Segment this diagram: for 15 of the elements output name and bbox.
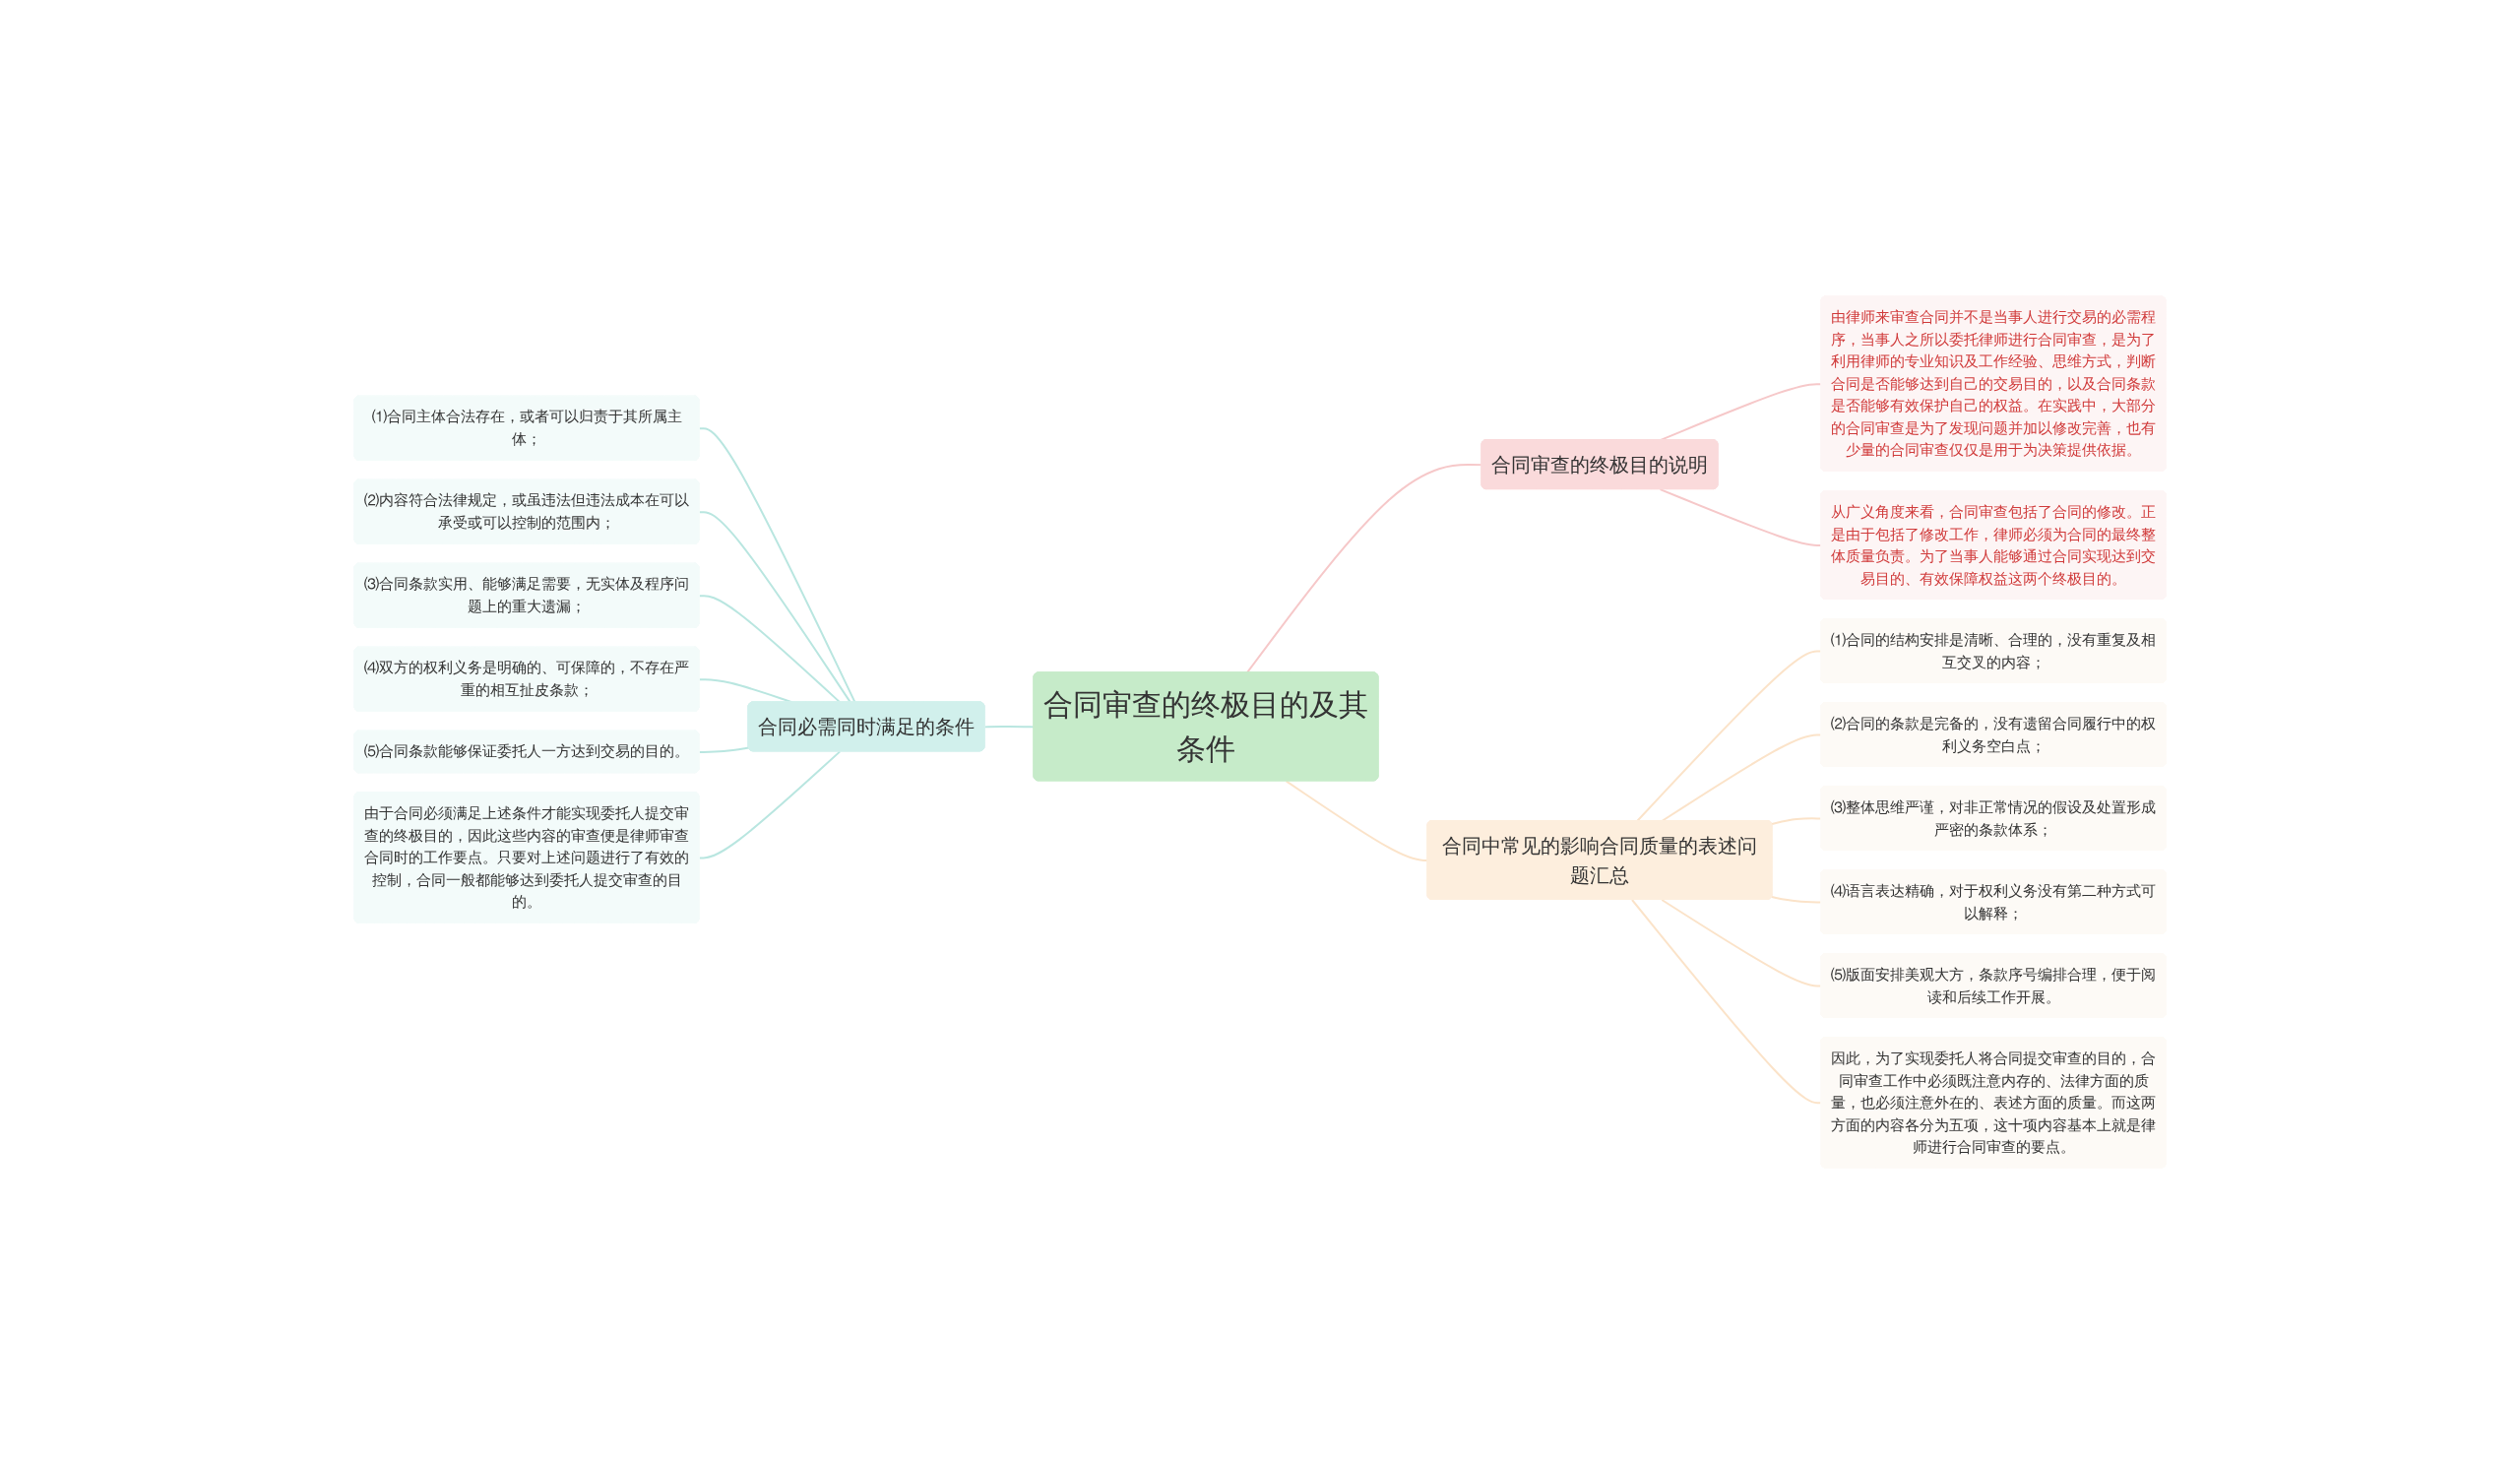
connector [1285,779,1429,861]
connector [983,725,1036,728]
connector [1661,732,1823,822]
connector [1659,487,1823,546]
connector [1771,895,1823,903]
connector [698,594,842,703]
connector [1771,816,1823,825]
connector [698,510,851,703]
connector [1245,463,1483,673]
connector [698,749,842,859]
connector [698,746,750,753]
connector [1636,649,1823,822]
connector [698,426,856,703]
connector [1661,898,1823,986]
connector [1631,898,1823,1104]
